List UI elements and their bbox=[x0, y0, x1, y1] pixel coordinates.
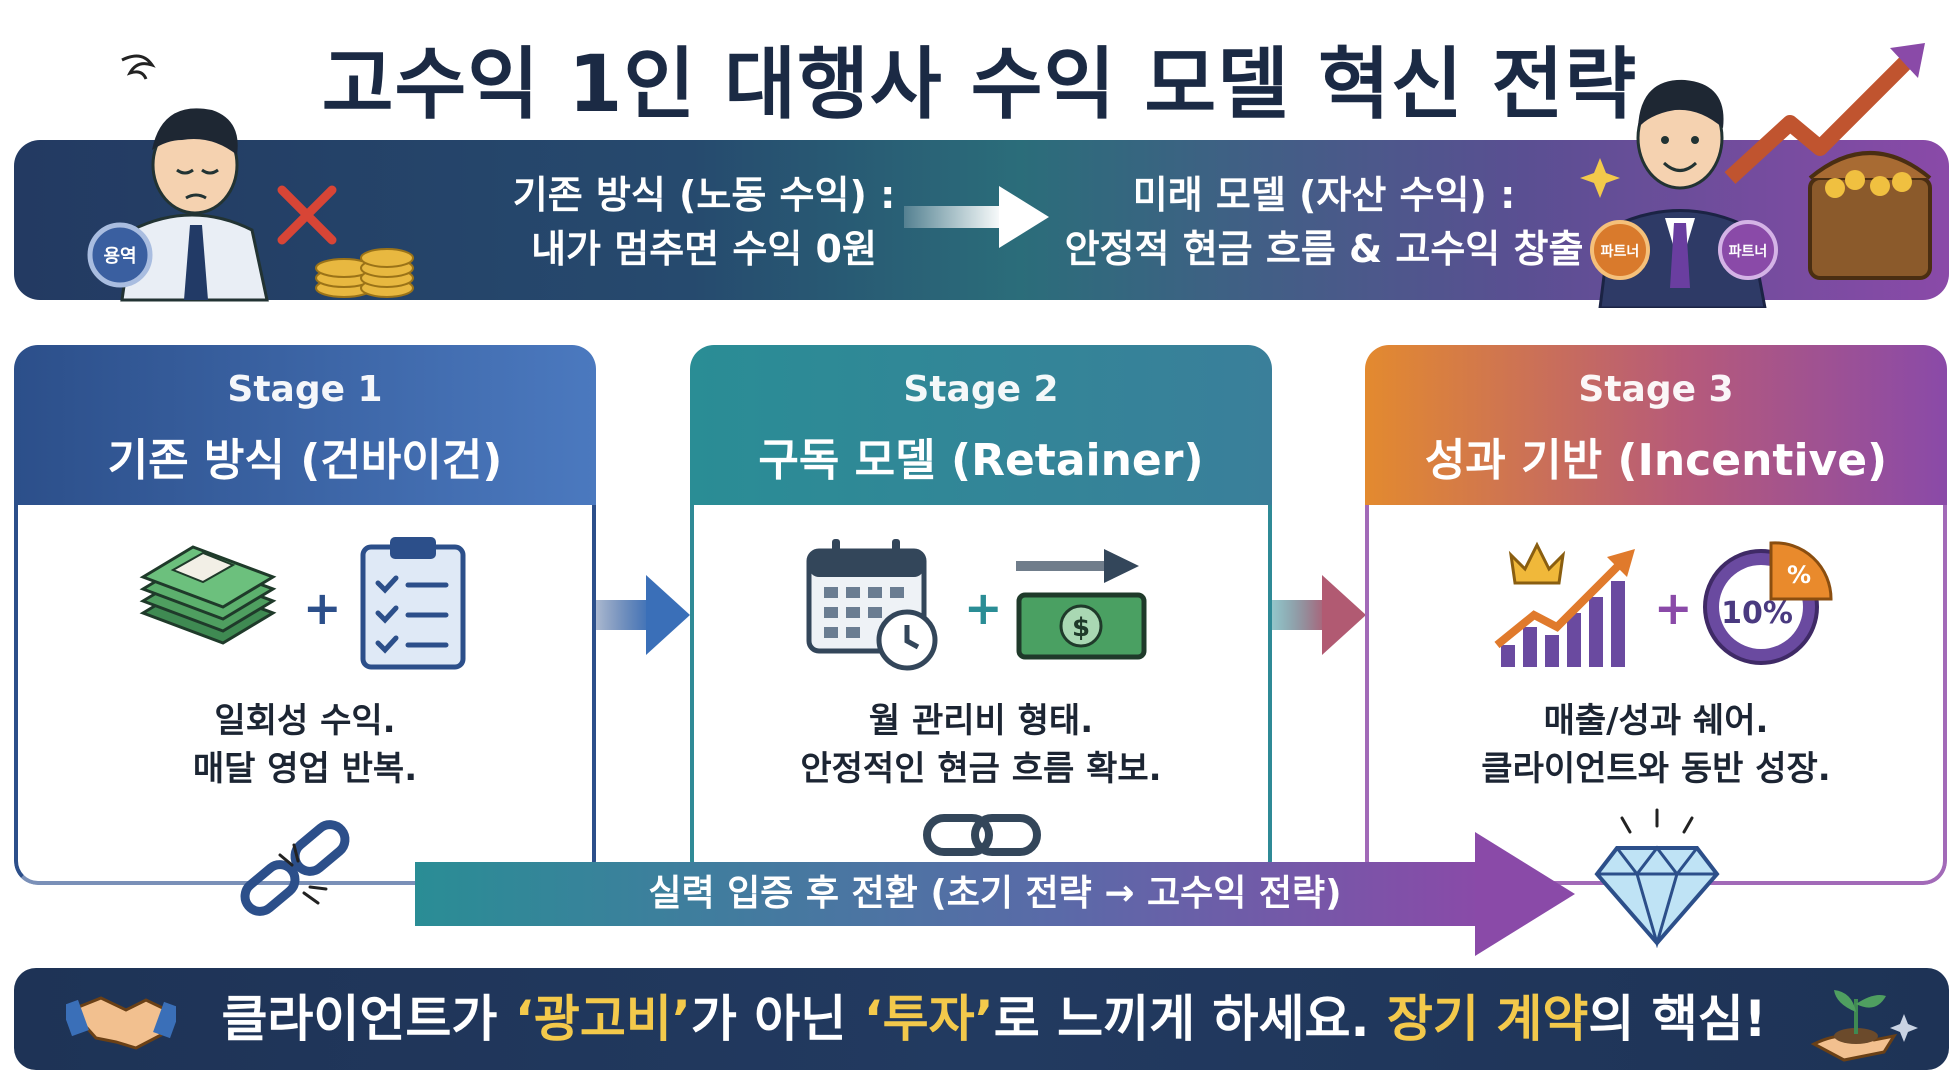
stage-1-desc-line2: 매달 영업 반복. bbox=[192, 749, 418, 789]
partner-badge-label-1: 파트너 bbox=[1601, 244, 1640, 260]
stage-3-number: Stage 3 bbox=[1578, 369, 1734, 410]
footer-highlight-ad-cost: ‘광고비’ bbox=[514, 990, 691, 1048]
stage-2-body: + $ 월 관리비 형태. 안정적인 현금 흐름 확보. bbox=[690, 505, 1272, 885]
plus-sign: + bbox=[964, 581, 1003, 635]
stage-1-header: Stage 1 기존 방식 (건바이건) bbox=[14, 345, 596, 507]
partner-badge-label-2: 파트너 bbox=[1729, 244, 1768, 260]
profit-share-pie-icon: % 10% bbox=[1703, 541, 1833, 665]
stage-3-desc-line1: 매출/성과 쉐어. bbox=[1543, 701, 1769, 741]
stage-2-desc-line1: 월 관리비 형태. bbox=[868, 701, 1094, 741]
current-model-text: 기존 방식 (노동 수익) : 내가 멈추면 수익 0원 bbox=[484, 168, 924, 276]
stage-3-desc-line2: 클라이언트와 동반 성장. bbox=[1481, 749, 1831, 789]
stage-3-card: Stage 3 성과 기반 (Incentive) + % 10% bbox=[1365, 345, 1947, 885]
stage-1-number: Stage 1 bbox=[227, 369, 383, 410]
current-model-line2: 내가 멈추면 수익 0원 bbox=[531, 227, 877, 271]
handshake-icon bbox=[66, 996, 176, 1050]
footer-part-2: 가 아닌 bbox=[690, 990, 864, 1048]
future-model-line1: 미래 모델 (자산 수익) : bbox=[1132, 173, 1516, 217]
transition-arrow bbox=[415, 832, 1575, 956]
pie-slice-label: % bbox=[1787, 561, 1811, 589]
stage-2-card: Stage 2 구독 모델 (Retainer) + bbox=[690, 345, 1272, 885]
stage-2-number: Stage 2 bbox=[903, 369, 1059, 410]
footer-part-1: 클라이언트가 bbox=[221, 990, 515, 1048]
successful-partner-illustration: 파트너 파트너 bbox=[1580, 43, 1932, 308]
plus-sign: + bbox=[303, 581, 342, 635]
footer-banner: 클라이언트가 ‘광고비’가 아닌 ‘투자’로 느끼게 하세요. 장기 계약의 핵… bbox=[14, 968, 1949, 1070]
pie-percent-label: 10% bbox=[1721, 596, 1793, 631]
svg-text:$: $ bbox=[1072, 613, 1090, 643]
stage-1-to-2-arrow-icon bbox=[596, 575, 690, 655]
page-title: 고수익 1인 대행사 수익 모델 혁신 전략 bbox=[321, 40, 1638, 130]
labor-badge-label: 용역 bbox=[103, 246, 136, 267]
chain-link-icon bbox=[923, 814, 1041, 856]
diamond-icon bbox=[1594, 808, 1720, 948]
footer-message: 클라이언트가 ‘광고비’가 아닌 ‘투자’로 느끼게 하세요. 장기 계약의 핵… bbox=[194, 986, 1794, 1052]
checklist-clipboard-icon bbox=[360, 537, 466, 670]
stage-2-desc-line2: 안정적인 현금 흐름 확보. bbox=[800, 749, 1162, 789]
transition-arrow-icon bbox=[904, 186, 1049, 248]
plus-sign: + bbox=[1654, 581, 1693, 635]
calendar-clock-icon bbox=[806, 539, 938, 671]
cash-stack-icon bbox=[139, 545, 277, 645]
future-model-line2: 안정적 현금 흐름 & 고수익 창출 bbox=[1064, 227, 1584, 271]
footer-part-4: 의 핵심! bbox=[1588, 990, 1767, 1048]
footer-part-3: 로 느끼게 하세요. bbox=[993, 990, 1387, 1048]
stage-1-desc-line1: 일회성 수익. bbox=[214, 701, 396, 741]
stage-1-card: Stage 1 기존 방식 (건바이건) + bbox=[14, 345, 596, 885]
stage-3-title: 성과 기반 (Incentive) bbox=[1424, 435, 1888, 486]
recurring-dollar-bill-icon: $ bbox=[1016, 549, 1147, 660]
current-model-line1: 기존 방식 (노동 수익) : bbox=[512, 173, 896, 217]
stage-2-header: Stage 2 구독 모델 (Retainer) bbox=[690, 345, 1272, 507]
sprout-hand-icon bbox=[1810, 990, 1918, 1062]
stage-1-body: + 일회성 수익. 매달 영업 반복. bbox=[14, 505, 596, 885]
stage-1-title: 기존 방식 (건바이건) bbox=[107, 435, 503, 486]
footer-highlight-investment: ‘투자’ bbox=[863, 990, 994, 1048]
broken-chain-icon bbox=[240, 820, 350, 916]
tired-worker-illustration: 용역 bbox=[87, 54, 414, 302]
stage-2-to-3-arrow-icon bbox=[1272, 575, 1366, 655]
future-model-text: 미래 모델 (자산 수익) : 안정적 현금 흐름 & 고수익 창출 bbox=[1054, 168, 1594, 276]
crown-growth-chart-icon bbox=[1494, 541, 1635, 667]
stage-3-header: Stage 3 성과 기반 (Incentive) bbox=[1365, 345, 1947, 507]
transition-label: 실력 입증 후 전환 (초기 전략 → 고수익 전략) bbox=[648, 873, 1342, 914]
stage-2-title: 구독 모델 (Retainer) bbox=[758, 435, 1204, 486]
footer-highlight-long-term-contract: 장기 계약 bbox=[1386, 990, 1589, 1048]
